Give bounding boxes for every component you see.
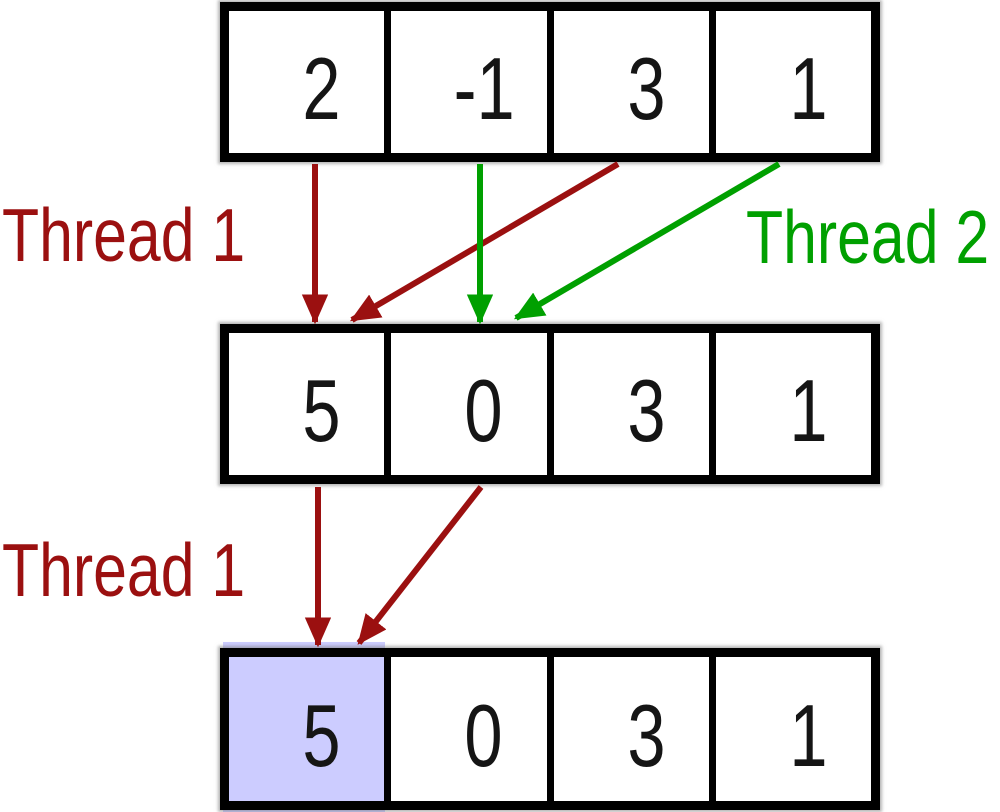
result-array: 5 0 3 1 bbox=[220, 648, 880, 810]
cell-value: 3 bbox=[627, 39, 666, 138]
step1-array: 5 0 3 1 bbox=[220, 324, 880, 484]
thread2-label-step1: Thread 2 bbox=[746, 195, 990, 279]
input-array: 2 -1 3 1 bbox=[220, 2, 880, 162]
array-cell: 3 bbox=[546, 657, 709, 801]
cell-value: 5 bbox=[302, 361, 341, 460]
cell-value: 5 bbox=[302, 686, 341, 785]
thread1-label-step2: Thread 1 bbox=[2, 528, 246, 612]
array-cell: 0 bbox=[384, 657, 546, 801]
t1-step1-diagonal bbox=[349, 161, 620, 323]
cell-value: -1 bbox=[453, 39, 515, 138]
cell-value: 1 bbox=[789, 39, 828, 138]
cell-value: 3 bbox=[627, 686, 666, 785]
array-cell: 2 bbox=[229, 11, 384, 153]
t1-step2-diagonal bbox=[356, 485, 484, 645]
cell-value: 1 bbox=[789, 686, 828, 785]
cell-value: 2 bbox=[302, 39, 341, 138]
thread1-label-step1: Thread 1 bbox=[2, 193, 246, 277]
array-cell: 1 bbox=[708, 11, 871, 153]
t2-step1-diagonal bbox=[513, 161, 781, 321]
array-cell: 0 bbox=[384, 333, 546, 475]
array-cell: 1 bbox=[708, 657, 871, 801]
cell-value: 0 bbox=[464, 361, 503, 460]
cell-value: 0 bbox=[464, 686, 503, 785]
array-cell: 3 bbox=[546, 333, 709, 475]
array-cell: 1 bbox=[708, 333, 871, 475]
array-cell: 3 bbox=[546, 11, 709, 153]
cell-value: 1 bbox=[789, 361, 828, 460]
array-cell: -1 bbox=[384, 11, 546, 153]
array-cell: 5 bbox=[229, 333, 384, 475]
array-cell-highlighted: 5 bbox=[229, 657, 385, 801]
cell-value: 3 bbox=[627, 361, 666, 460]
